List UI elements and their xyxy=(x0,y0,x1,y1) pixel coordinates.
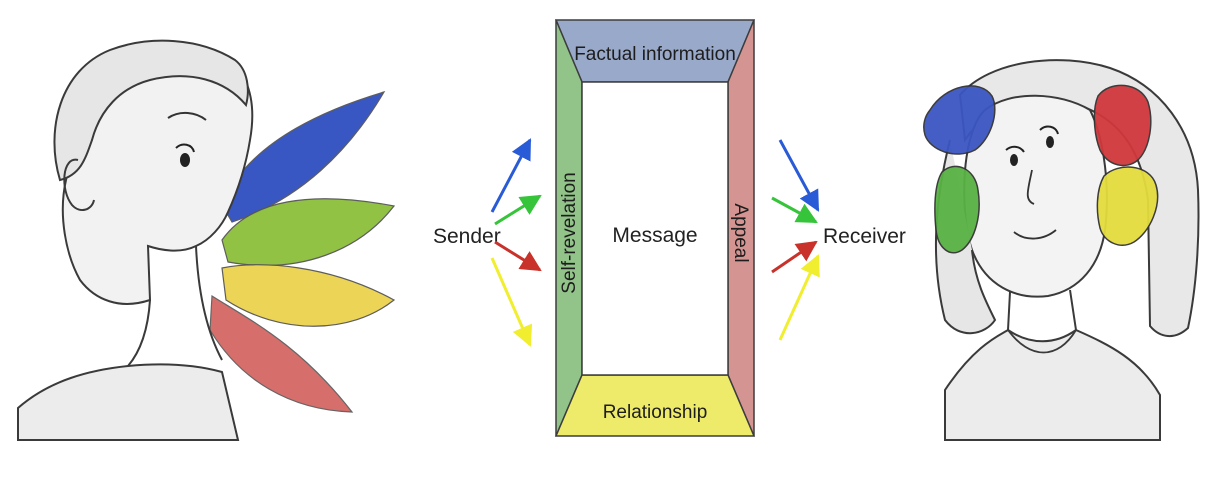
ear-yellow-icon xyxy=(1096,166,1159,246)
receiver-shoulders-icon xyxy=(944,328,1161,441)
relationship-label: Relationship xyxy=(603,402,708,423)
receiver-figure-icon xyxy=(923,59,1200,441)
message-box: Factual information Relationship Self-re… xyxy=(554,19,756,437)
ear-blue-icon xyxy=(923,85,996,155)
sender-arrow-blue-icon xyxy=(490,138,532,213)
sender-figure-icon xyxy=(17,39,396,441)
tongue-red-icon xyxy=(209,294,354,413)
self-revelation-label: Self-revelation xyxy=(559,172,580,293)
ear-red-icon xyxy=(1093,84,1152,167)
sender-eye-icon xyxy=(175,143,195,153)
receiver-pupil-right-icon xyxy=(1046,136,1054,148)
receiver-arrow-blue-icon xyxy=(778,139,820,212)
sender-ear-icon xyxy=(63,158,95,212)
receiver-mouth-icon xyxy=(1013,229,1057,240)
receiver-arrow-yellow-icon xyxy=(778,254,820,341)
sender-pupil-icon xyxy=(180,153,190,167)
sender-tongues-icon xyxy=(209,90,396,413)
sender-neck-icon xyxy=(127,245,223,367)
receiver-collar-icon xyxy=(1007,329,1077,354)
receiver-eye-right-icon xyxy=(1039,125,1059,135)
sender-shoulders-icon xyxy=(17,363,240,441)
receiver-arrow-green-icon xyxy=(771,196,818,224)
sender-label: Sender xyxy=(433,225,501,248)
receiver-nose-icon xyxy=(1026,169,1035,205)
receiver-arrows xyxy=(771,139,820,341)
receiver-eye-left-icon xyxy=(1005,145,1025,153)
receiver-neck-icon xyxy=(1007,289,1077,331)
sender-arrows xyxy=(490,138,542,347)
message-center xyxy=(581,81,729,376)
sender-hair-icon xyxy=(53,39,249,182)
sender-brow-icon xyxy=(167,112,207,121)
tongue-green-icon xyxy=(221,198,396,266)
ear-green-icon xyxy=(934,165,980,254)
appeal-label: Appeal xyxy=(730,203,751,262)
sender-arrow-yellow-icon xyxy=(490,257,533,347)
sender-arrow-green-icon xyxy=(494,194,542,226)
sender-arrow-red-icon xyxy=(494,240,542,272)
message-label: Message xyxy=(612,224,697,247)
receiver-label: Receiver xyxy=(823,225,906,248)
receiver-arrow-red-icon xyxy=(771,240,818,274)
factual-information-label: Factual information xyxy=(574,44,736,65)
receiver-pupil-left-icon xyxy=(1010,154,1018,166)
tongue-yellow-icon xyxy=(221,264,396,327)
tongue-blue-icon xyxy=(221,90,386,223)
